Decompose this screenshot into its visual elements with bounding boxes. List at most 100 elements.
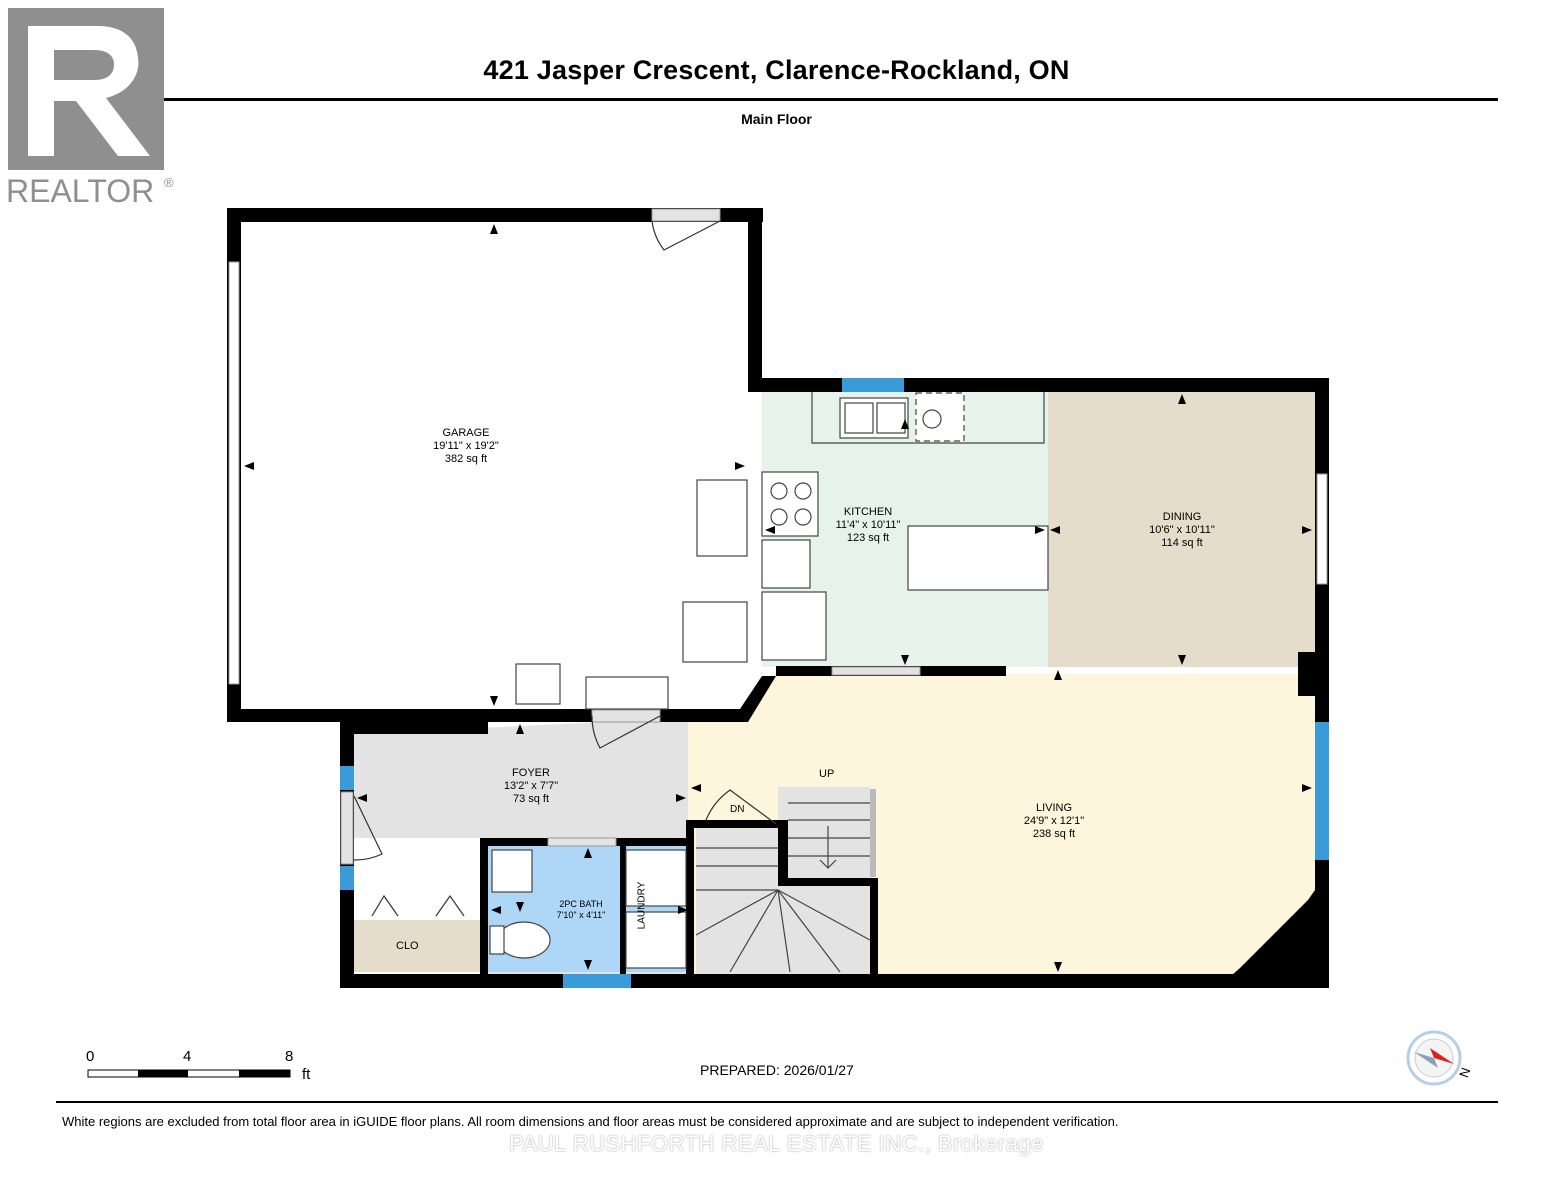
realtor-logo: REALTOR ® <box>6 6 178 212</box>
room-area: 123 sq ft <box>846 532 890 544</box>
dimension-markers <box>244 224 1312 972</box>
washer <box>625 849 687 907</box>
wall-stairs-mid2 <box>778 878 878 886</box>
stairs-door-swing <box>705 789 777 825</box>
fireplace-wall <box>1232 890 1315 975</box>
front-door-opening <box>340 791 354 865</box>
brokerage-watermark: PAUL RUSHFORTH REAL ESTATE INC., Brokera… <box>509 1131 1044 1156</box>
kitchen-counter <box>811 392 1045 444</box>
stairs <box>695 789 876 973</box>
closet-label: CLO <box>396 940 419 952</box>
room-name: DINING <box>1162 511 1202 523</box>
scale-label-unit: ft <box>302 1066 311 1083</box>
dimension-arrow <box>516 724 524 734</box>
dimension-arrow <box>1050 526 1060 534</box>
wall-dining-bump <box>1298 652 1318 696</box>
kitchen-sink <box>839 397 909 439</box>
front-door-swing <box>353 795 383 861</box>
compass-icon: N <box>1406 1030 1473 1086</box>
wall-laundry-left <box>620 838 626 978</box>
stove <box>761 471 819 537</box>
foyer-door-opening <box>591 709 661 723</box>
burner-2 <box>794 482 812 500</box>
stairs-up-arrowhead <box>819 859 837 869</box>
dimension-arrow <box>1054 670 1062 680</box>
closet-door-swing-left <box>371 894 399 917</box>
burner-3 <box>770 508 788 526</box>
stair-winder <box>777 889 871 941</box>
garage-bench <box>585 676 669 710</box>
kitchen-opening <box>831 666 921 676</box>
toilet-tank <box>489 925 505 955</box>
garage-area <box>240 221 748 709</box>
closet-area <box>354 920 482 972</box>
burner-1 <box>770 482 788 500</box>
room-name: KITCHEN <box>843 506 893 518</box>
wall-stairs-mid <box>778 820 788 882</box>
compass-needle-north <box>1430 1048 1454 1064</box>
dimension-arrow <box>901 419 909 429</box>
scale-label-four: 4 <box>183 1048 192 1065</box>
room-label-kitchen: KITCHEN 11'4" x 10'11" 123 sq ft <box>798 506 938 545</box>
dimension-arrow <box>735 462 745 470</box>
wall-stairs-right <box>870 878 878 978</box>
page-title: 421 Jasper Crescent, Clarence-Rockland, … <box>483 55 1070 85</box>
scale-bar-segment <box>239 1070 290 1077</box>
room-area: 73 sq ft <box>512 793 550 805</box>
room-name: FOYER <box>512 767 550 779</box>
dining-area <box>1048 391 1315 667</box>
scale-label-zero: 0 <box>86 1048 95 1065</box>
wall-bottom <box>340 974 1329 988</box>
stairs-up-label: UP <box>819 768 835 780</box>
room-name: 2PC BATH <box>559 899 603 909</box>
dimension-arrow <box>901 655 909 665</box>
closet-door-swing-right <box>435 894 465 917</box>
wall-laundry-right <box>686 820 694 978</box>
stair-winder <box>777 889 791 973</box>
dimension-arrow <box>678 906 688 914</box>
stairs-down-label: DN <box>730 804 745 815</box>
dimension-arrow <box>584 960 592 970</box>
room-dims: 24'9" x 12'1" <box>1023 815 1085 827</box>
room-fills <box>240 221 1315 975</box>
wall-bath-left <box>480 838 488 978</box>
door-swings <box>353 220 777 917</box>
bath-sink <box>491 849 533 893</box>
burner-4 <box>794 508 812 526</box>
realtor-wordmark: REALTOR <box>6 173 154 209</box>
dryer <box>625 911 687 969</box>
garage-door <box>228 261 240 685</box>
garage-sink <box>515 663 561 705</box>
window-living-right <box>1315 722 1329 860</box>
dimension-arrow <box>1054 962 1062 972</box>
room-area: 114 sq ft <box>1161 537 1203 549</box>
room-label-dining: DINING 10'6" x 10'11" 114 sq ft <box>1112 511 1252 550</box>
dining-window <box>1316 473 1328 585</box>
stair-rail <box>870 789 876 877</box>
dimension-arrow <box>584 848 592 858</box>
room-dims: 11'4" x 10'11" <box>835 519 901 531</box>
wall-stairs-top <box>686 820 788 828</box>
scale-label-eight: 8 <box>285 1048 294 1065</box>
stair-winder <box>695 889 779 936</box>
dimension-arrow <box>490 224 498 234</box>
title-divider <box>56 98 1498 101</box>
wall-garage-bottom <box>227 709 740 722</box>
garage-freezer <box>696 479 748 557</box>
openings <box>228 208 1329 988</box>
wall-foyer-top <box>340 722 488 734</box>
garage-top-door <box>651 208 721 222</box>
wall-garage-right <box>748 208 762 392</box>
fireplace-label: F/P <box>1280 942 1296 953</box>
room-dims: 7'10" x 4'11" <box>556 910 606 920</box>
room-dims: 13'2" x 7'7" <box>503 780 559 792</box>
dishwasher <box>915 392 965 442</box>
room-dims: 10'6" x 10'11" <box>1149 524 1215 536</box>
kitchen-sink-right-basin <box>876 402 906 434</box>
wall-garage-top <box>227 208 763 222</box>
window-kitchen-top <box>842 378 904 392</box>
room-label-foyer: FOYER 13'2" x 7'7" 73 sq ft <box>461 767 601 806</box>
realtor-registered-mark: ® <box>164 175 174 190</box>
dimension-arrow <box>676 794 686 802</box>
